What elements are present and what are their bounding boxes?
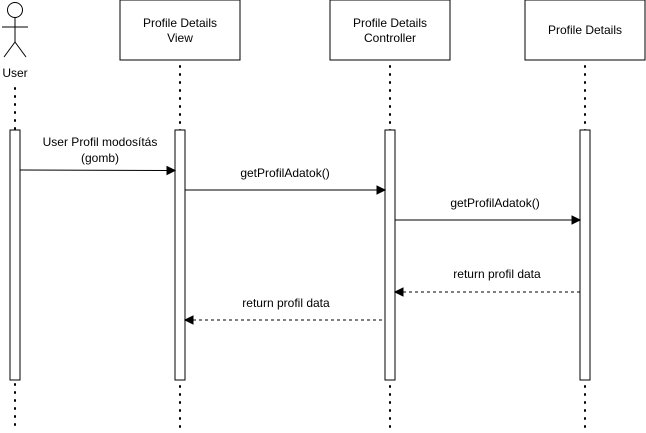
activation-user bbox=[9, 129, 21, 381]
participant-controller-label-line-2: Controller bbox=[364, 31, 416, 45]
actor-head bbox=[7, 2, 23, 18]
message-5-label: return profil data bbox=[242, 296, 330, 310]
actor-user: User bbox=[2, 2, 28, 80]
message-3-arrowhead bbox=[571, 215, 582, 225]
message-get-profil-adatok-1: getProfilAdatok() bbox=[185, 166, 387, 195]
message-1-label-line-2: (gomb) bbox=[81, 151, 119, 165]
participant-view-label-line-2: View bbox=[167, 31, 193, 45]
actor-leg-right bbox=[14, 41, 27, 58]
participant-view-label-line-1: Profile Details bbox=[143, 16, 217, 30]
message-get-profil-adatok-2: getProfilAdatok() bbox=[395, 196, 582, 225]
message-1-line bbox=[19, 169, 169, 171]
participant-controller-label-line-1: Profile Details bbox=[353, 16, 427, 30]
message-return-profil-data-2: return profil data bbox=[183, 296, 382, 325]
actor-leg-left bbox=[3, 41, 16, 58]
message-1-arrowhead bbox=[166, 165, 177, 176]
message-user-profil-modositas: User Profil modosítás (gomb) bbox=[19, 135, 177, 176]
actor-label: User bbox=[2, 66, 27, 80]
participant-details-box bbox=[524, 0, 646, 61]
activation-view bbox=[174, 129, 186, 381]
activation-details bbox=[579, 129, 591, 381]
message-4-label: return profil data bbox=[453, 267, 541, 281]
participant-details: Profile Details bbox=[524, 0, 646, 61]
participant-view: Profile Details View bbox=[119, 0, 241, 61]
participant-details-label-line-1: Profile Details bbox=[548, 23, 622, 37]
activation-controller bbox=[384, 129, 396, 381]
message-3-label: getProfilAdatok() bbox=[450, 196, 539, 210]
participant-view-box bbox=[119, 0, 241, 61]
message-2-label: getProfilAdatok() bbox=[240, 166, 329, 180]
message-5-arrowhead bbox=[183, 315, 194, 325]
message-1-label-line-1: User Profil modosítás bbox=[43, 135, 158, 149]
message-return-profil-data-1: return profil data bbox=[393, 267, 580, 297]
participant-controller: Profile Details Controller bbox=[329, 0, 451, 61]
participant-controller-box bbox=[329, 0, 451, 61]
message-4-arrowhead bbox=[393, 287, 404, 297]
message-2-arrowhead bbox=[376, 185, 387, 195]
